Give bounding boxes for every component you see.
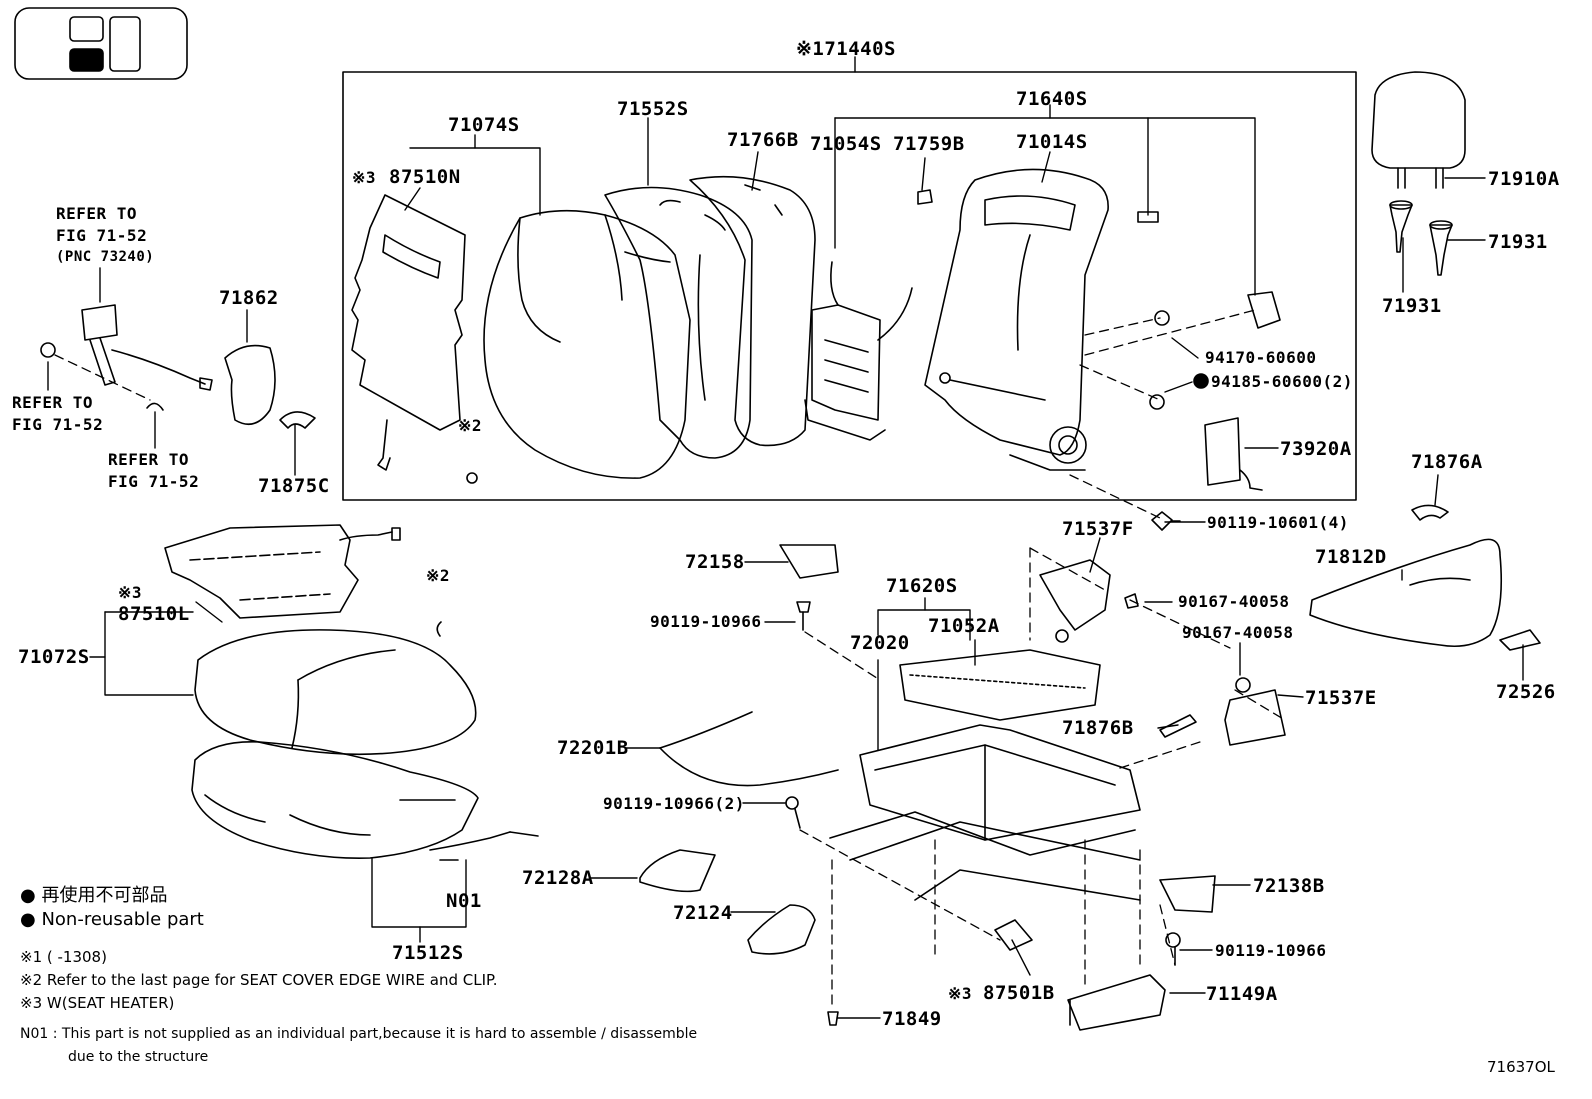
note-nonreusable-en: ● Non-reusable part [20, 911, 204, 929]
label-71876B: 71876B [1062, 717, 1134, 739]
seatback-heater-87510N [351, 194, 466, 471]
label-71875C: 71875C [258, 475, 330, 497]
note-3: ※3 W(SEAT HEATER) [20, 994, 175, 1012]
label-94185-60600: 94185-60600(2) [1211, 372, 1353, 391]
seat-position-icon [14, 7, 188, 80]
label-71931-right: 71931 [1488, 231, 1548, 253]
label-71052A: 71052A [928, 615, 1000, 637]
edge-wire-72201B [659, 711, 839, 787]
shield-71812D [1309, 504, 1541, 651]
label-71876A: 71876A [1411, 451, 1483, 473]
note-4-line2: due to the structure [68, 1049, 209, 1065]
headrest [1371, 71, 1466, 276]
label-90167-40058-upper: 90167-40058 [1178, 592, 1290, 611]
label-71537F: 71537F [1062, 518, 1134, 540]
label-90119-10966-2: 90119-10966(2) [603, 794, 745, 813]
ref-top-line1: REFER TO [56, 204, 138, 223]
ref-left-line1: REFER TO [12, 393, 94, 412]
bolt-90119-10966-2 [785, 796, 801, 829]
note-nonreusable-jp: ● 再使用不可部品 [20, 887, 167, 905]
ref-left-line2: FIG 71-52 [12, 415, 104, 434]
ref-mid-line2: FIG 71-52 [108, 472, 200, 491]
clips [436, 621, 442, 637]
label-71537E: 71537E [1305, 687, 1377, 709]
label-71149A: 71149A [1206, 983, 1278, 1005]
label-72138B: 72138B [1253, 875, 1325, 897]
label-71014S: 71014S [1016, 131, 1088, 153]
label-71054S: 71054S [810, 133, 882, 155]
label-87501B-mark: ※3 [948, 984, 973, 1003]
label-mark2-lower: ※2 [426, 566, 451, 585]
cover-71875C [279, 411, 316, 429]
label-N01: N01 [446, 890, 482, 912]
label-71640S: 71640S [1016, 88, 1088, 110]
fasteners [466, 310, 1209, 531]
label-71766B: 71766B [727, 129, 799, 151]
lower-parts [827, 875, 1216, 1031]
label-87510N: 87510N [389, 166, 461, 188]
label-72124: 72124 [673, 902, 733, 924]
label-71552S: 71552S [617, 98, 689, 120]
label-73920A: 73920A [1280, 438, 1352, 460]
cushion-pad-71512S [191, 741, 539, 861]
ref-top-line3: (PNC 73240) [56, 249, 155, 265]
cushion-heater-87510L [164, 524, 401, 619]
note-1: ※1 ( -1308) [20, 948, 107, 966]
label-72526: 72526 [1496, 681, 1556, 703]
label-71849: 71849 [882, 1008, 942, 1030]
seat-frame-72020 [829, 629, 1141, 901]
ref-mid-line1: REFER TO [108, 450, 190, 469]
label-90167-40058-lower: 90167-40058 [1182, 623, 1294, 642]
label-71074S: 71074S [448, 114, 520, 136]
covers-72128A-72124 [639, 849, 816, 955]
seatback-pad-71552S [604, 186, 753, 459]
seatback-frame-71014S [917, 168, 1281, 471]
label-87510L: 87510L [118, 603, 190, 625]
label-87510L-mark: ※3 [118, 583, 143, 602]
leader-lines [47, 56, 1524, 1019]
label-71512S: 71512S [392, 942, 464, 964]
label-72158: 72158 [685, 551, 745, 573]
seatback-assembly-box [342, 71, 1357, 501]
figure-code: 71637OL [1487, 1058, 1555, 1076]
brackets [779, 544, 1286, 746]
label-71440S: ※171440S [796, 38, 896, 60]
seatback-board-71766B [689, 175, 816, 447]
note-4-line1: N01 : This part is not supplied as an in… [20, 1026, 698, 1042]
note-2: ※2 Refer to the last page for SEAT COVER… [20, 971, 498, 989]
label-71931-left: 71931 [1382, 295, 1442, 317]
label-71910A: 71910A [1488, 168, 1560, 190]
label-90119-10601: 90119-10601(4) [1207, 513, 1349, 532]
seat-belt-buckle [40, 304, 213, 411]
nonreusable-dot-icon: ● [20, 885, 36, 906]
note-nonreusable-en-text: Non-reusable part [41, 909, 204, 930]
side-airbag-73920A [1204, 417, 1263, 491]
cushion-cover-71072S [194, 629, 477, 756]
label-71620S: 71620S [886, 575, 958, 597]
cover-71862 [224, 344, 276, 426]
note-nonreusable-jp-text: 再使用不可部品 [41, 885, 168, 906]
label-72128A: 72128A [522, 867, 594, 889]
nonreusable-dot-icon: ● [20, 909, 36, 930]
label-87510N-mark: ※3 [352, 168, 377, 187]
seatback-cover-71074S [483, 209, 691, 479]
label-71862: 71862 [219, 287, 279, 309]
label-mark2-upper: ※2 [458, 416, 483, 435]
label-90119-10966-upper: 90119-10966 [650, 612, 762, 631]
label-90119-10966-lower: 90119-10966 [1215, 941, 1327, 960]
label-94170-60600: 94170-60600 [1205, 348, 1317, 367]
label-71812D: 71812D [1315, 546, 1387, 568]
label-72020: 72020 [850, 632, 910, 654]
lumbar-support-71054S [804, 261, 913, 441]
ref-top-line2: FIG 71-52 [56, 226, 148, 245]
label-71759B: 71759B [893, 133, 965, 155]
label-71072S: 71072S [18, 646, 90, 668]
label-87501B: 87501B [983, 982, 1055, 1004]
label-72201B: 72201B [557, 737, 629, 759]
